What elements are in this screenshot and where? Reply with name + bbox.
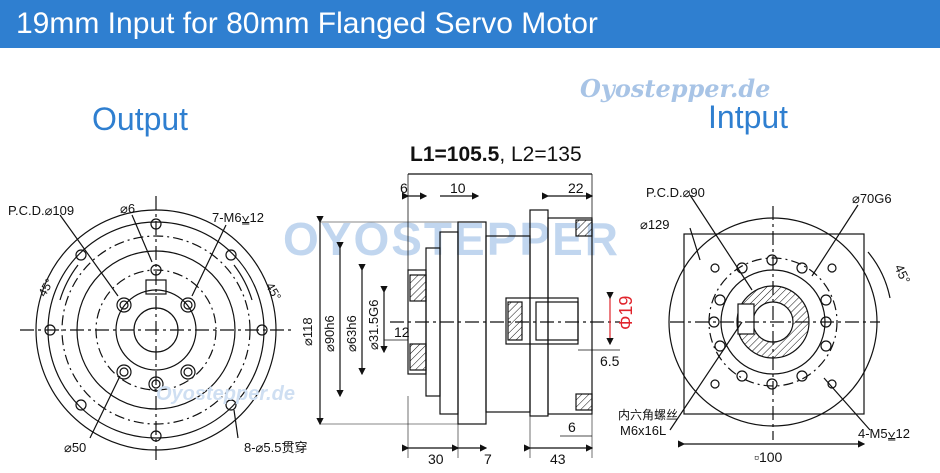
side-dim10: 10 (450, 180, 466, 196)
side-dia31: ⌀31.5G6 (366, 300, 381, 350)
output-tapped-holes (116, 264, 196, 392)
length-l2: , L2=135 (499, 143, 582, 166)
length-spec: L1=105.5, L2=135 (410, 143, 582, 167)
input-angle-dim: 45° (892, 262, 914, 286)
input-tap-dim: 4-M5⩣12 (858, 426, 910, 441)
input-screw-cn: 内六角螺丝 (618, 408, 678, 422)
output-tap-dim: 7-M6⩣12 (212, 210, 264, 225)
input-dia129-dim: ⌀129 (640, 217, 670, 232)
side-dia118: ⌀118 (300, 317, 315, 346)
side-dim65: 6.5 (600, 353, 620, 369)
side-dim30: 30 (428, 451, 444, 467)
side-input-flange (529, 209, 549, 417)
output-holes-dim: 8-⌀5.5贯穿 (244, 440, 307, 455)
input-label: Intput (708, 99, 789, 135)
output-holes-leader (233, 409, 239, 439)
input-pcd-leader (689, 194, 753, 291)
input-dia70-leader (811, 204, 859, 277)
brand-logo-top: Oyostepper.de (580, 74, 771, 103)
output-angle-arc-right (233, 264, 253, 301)
input-screw-dim: M6x16L (620, 423, 666, 438)
output-through-holes (44, 218, 268, 442)
side-adapter-hatch-bottom (575, 393, 593, 411)
input-screw-leader (669, 321, 743, 431)
input-mount-holes (708, 254, 837, 390)
page-title: 19mm Input for 80mm Flanged Servo Motor (16, 7, 598, 40)
output-hole-dim: ⌀6 (120, 201, 135, 216)
output-shaft-leader (89, 375, 121, 439)
side-adapter-hatch-top (575, 219, 593, 237)
side-dim12: 12 (394, 324, 410, 340)
input-square-flange (683, 233, 865, 415)
length-l1: L1=105.5 (410, 143, 500, 166)
side-dia19: Φ19 (616, 296, 636, 330)
side-dim22: 22 (568, 180, 584, 196)
side-housing-front (457, 221, 487, 425)
side-dim6b: 6 (568, 419, 576, 435)
output-label: Output (92, 101, 189, 137)
input-view (668, 194, 891, 448)
input-angle-arc (867, 251, 891, 299)
input-pcd-dim: P.C.D.⌀90 (646, 185, 705, 200)
side-dim6: 6 (400, 180, 408, 196)
side-dia63: ⌀63h6 (344, 315, 359, 352)
side-bore-inner (535, 301, 579, 341)
input-dia70-dim: ⌀70G6 (852, 191, 892, 206)
output-angle-arc-left (59, 264, 79, 301)
output-pcd-leader (59, 214, 119, 297)
output-view (20, 196, 292, 462)
side-adapter (547, 217, 593, 415)
input-clamp-screw (737, 303, 755, 335)
input-dia129-leader (689, 227, 701, 261)
output-tap-leader (191, 224, 227, 297)
output-key-slot (145, 279, 167, 295)
input-square-dim: ▫100 (754, 449, 783, 465)
side-dia90: ⌀90h6 (322, 315, 337, 352)
brand-logo-middle: Oyostepper.de (156, 383, 295, 405)
side-shaft-hatch-bottom (409, 343, 427, 371)
side-dim7: 7 (484, 451, 492, 467)
input-tap-leader (823, 377, 871, 431)
output-shaft-dim: ⌀50 (64, 440, 86, 455)
side-flange (439, 231, 459, 415)
side-dim43: 43 (550, 451, 566, 467)
output-pcd-dim: P.C.D.⌀109 (8, 203, 74, 218)
side-shaft-hatch-top (409, 274, 427, 302)
side-bore-hatch (507, 301, 523, 341)
side-view (316, 173, 620, 458)
title-banner: 19mm Input for 80mm Flanged Servo Motor (0, 0, 940, 48)
output-hole-leader (131, 214, 153, 263)
